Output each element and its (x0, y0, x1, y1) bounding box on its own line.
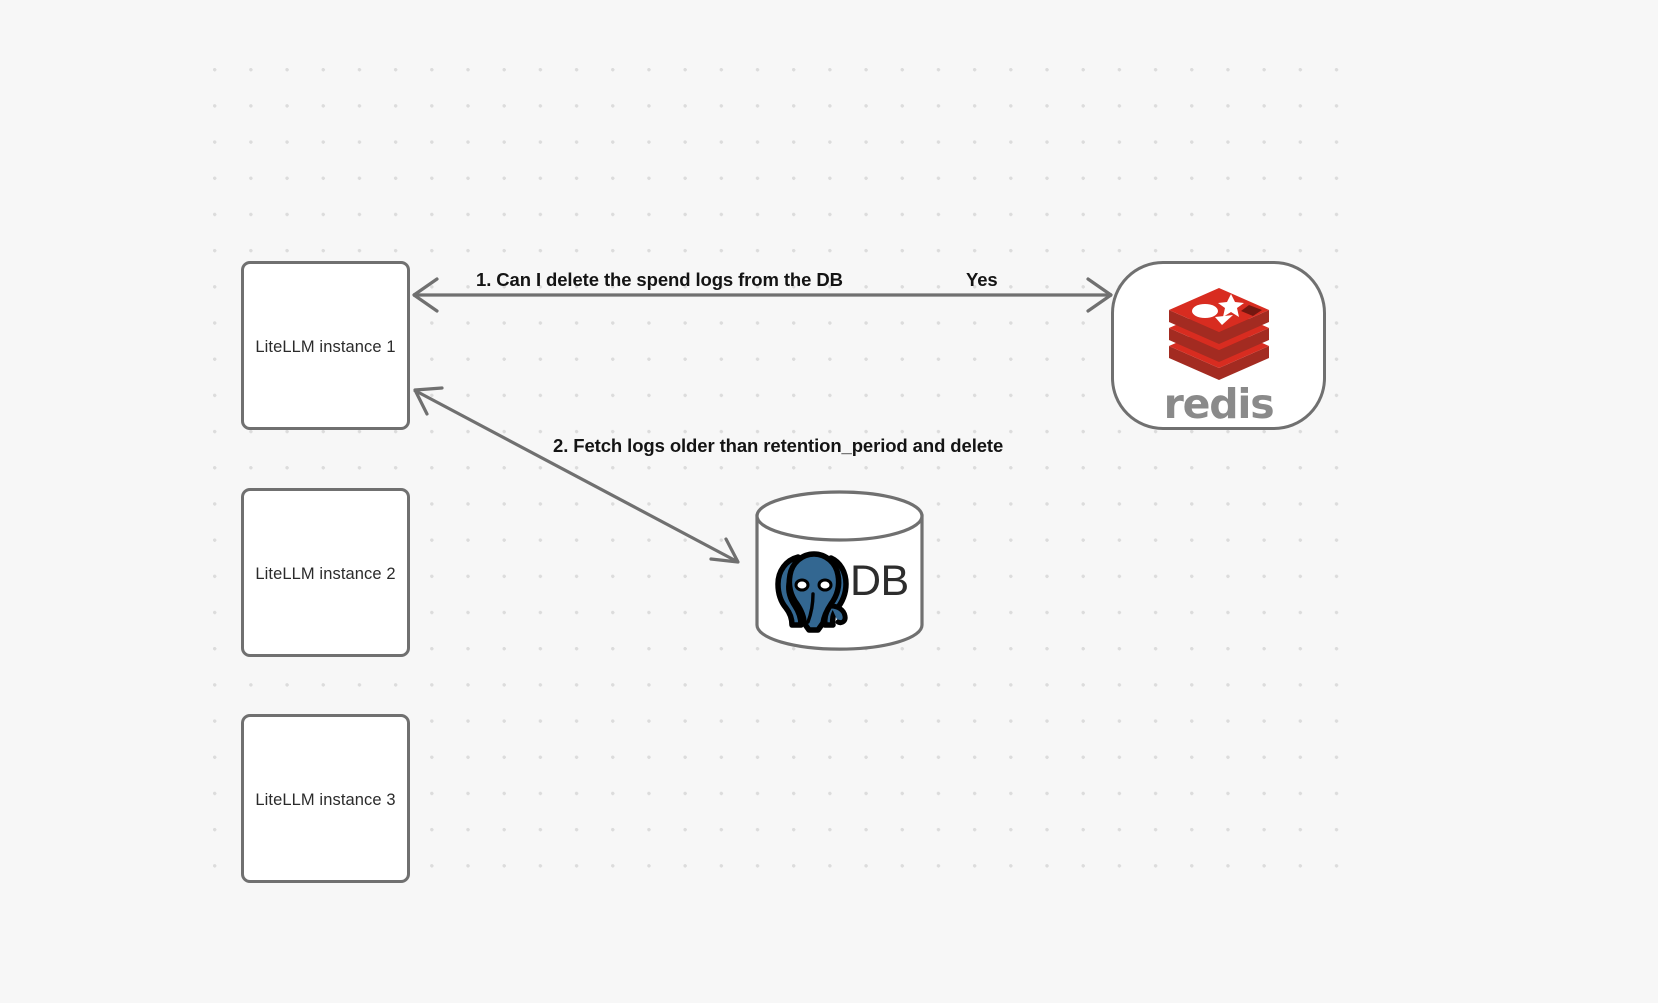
redis-logo-icon (1168, 288, 1269, 380)
edge-litellm1-db (413, 386, 740, 564)
arrowhead-downright (709, 537, 740, 564)
node-litellm-instance-2[interactable]: LiteLLM instance 2 (241, 488, 410, 657)
node-litellm-instance-2-label: LiteLLM instance 2 (255, 565, 396, 583)
edge-label-yes: Yes (966, 269, 998, 290)
edge-label-step-1: 1. Can I delete the spend logs from the … (476, 269, 843, 290)
postgresql-elephant-icon (775, 551, 849, 633)
node-litellm-instance-1-label: LiteLLM instance 1 (255, 338, 396, 356)
arrowhead-right (1086, 277, 1113, 313)
node-db[interactable]: DB (754, 490, 925, 651)
node-redis[interactable]: redis (1111, 261, 1326, 430)
arrowhead-left (412, 277, 439, 313)
arrowhead-upleft (413, 386, 444, 416)
node-litellm-instance-1[interactable]: LiteLLM instance 1 (241, 261, 410, 430)
node-litellm-instance-3[interactable]: LiteLLM instance 3 (241, 714, 410, 883)
edge-label-step-2: 2. Fetch logs older than retention_perio… (553, 435, 1004, 456)
node-litellm-instance-3-label: LiteLLM instance 3 (255, 791, 396, 809)
db-label: DB (850, 557, 909, 605)
redis-wordmark: redis (1163, 380, 1275, 428)
